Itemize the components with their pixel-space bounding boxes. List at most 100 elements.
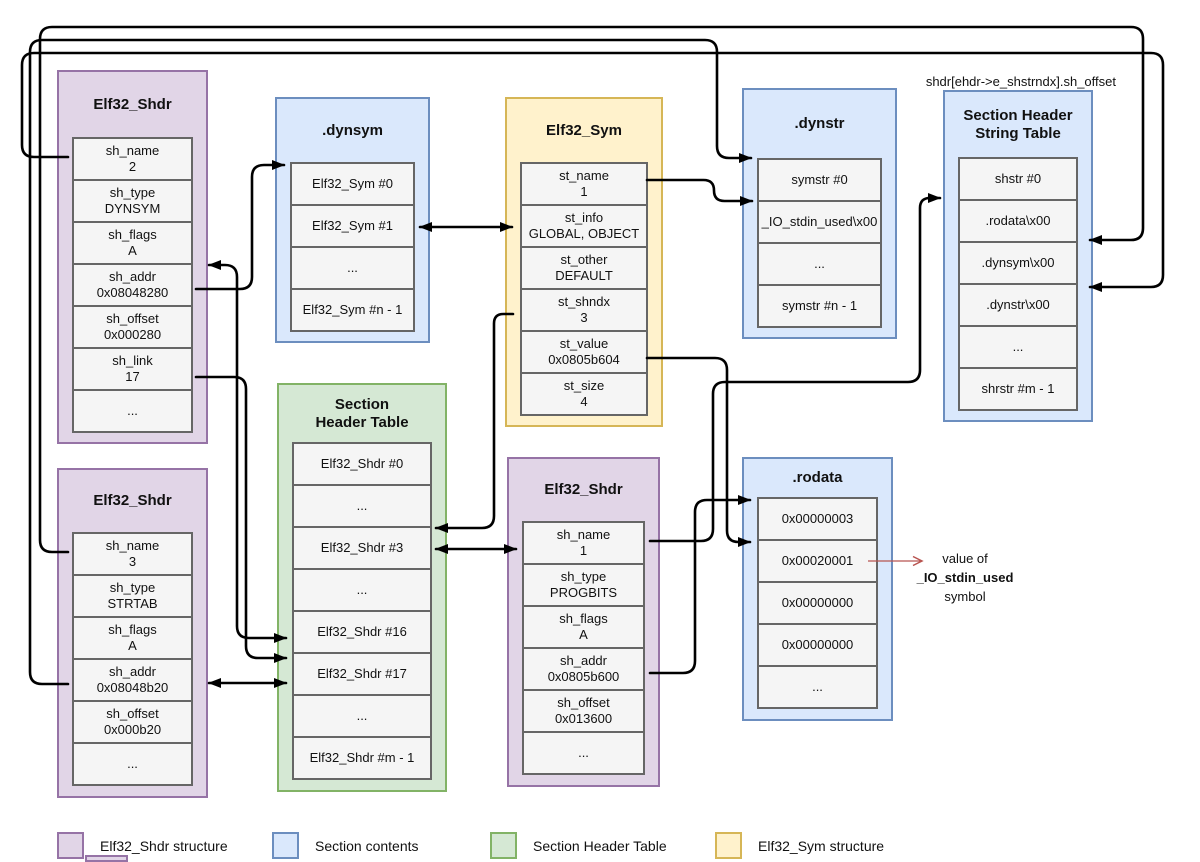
struct-cells: 0x00000003 0x00020001 0x00000000 0x00000000… bbox=[757, 497, 878, 709]
cell-label: st_value bbox=[559, 335, 609, 351]
cell-value: PROGBITS bbox=[549, 585, 618, 600]
cell-label: sh_flags bbox=[108, 621, 157, 637]
cell-label: Elf32_Shdr #16 bbox=[317, 623, 407, 639]
cell-label: Elf32_Sym #1 bbox=[312, 217, 393, 233]
box-section-header-table: Section Header Table Elf32_Shdr #0... Elf… bbox=[277, 383, 447, 792]
struct-cell: Elf32_Shdr #17 bbox=[292, 652, 432, 696]
arrow-shaddr-dynsym-to-dynsym bbox=[194, 160, 286, 291]
box-title: Elf32_Sym bbox=[546, 121, 622, 139]
cell-value: A bbox=[579, 627, 588, 642]
cell-label: 0x00000000 bbox=[781, 636, 854, 652]
cell-value: 0x013600 bbox=[554, 711, 613, 726]
struct-cell: symstr #n - 1 bbox=[757, 284, 882, 328]
box-dynstr-section: .dynstr symstr #0_IO_stdin_used\x00...sy… bbox=[742, 88, 897, 339]
struct-cell: ... bbox=[292, 568, 432, 612]
cell-label: sh_name bbox=[105, 537, 160, 553]
cell-label: sh_flags bbox=[108, 226, 157, 242]
struct-cells: symstr #0 _IO_stdin_used\x00... symstr #n … bbox=[757, 158, 882, 328]
box-title: Section Header Table bbox=[315, 396, 409, 431]
struct-cell: _IO_stdin_used\x00 bbox=[757, 200, 882, 244]
cell-label: sh_offset bbox=[106, 310, 159, 326]
box-title: .dynsym bbox=[322, 121, 383, 139]
cell-label: sh_name bbox=[556, 526, 611, 542]
struct-cell: ... bbox=[757, 665, 878, 709]
cell-label: 0x00000003 bbox=[781, 510, 854, 526]
cell-label: sh_type bbox=[560, 568, 607, 584]
legend-label: Section Header Table bbox=[533, 838, 667, 854]
legend-swatch-blue bbox=[272, 832, 299, 859]
cell-label: ... bbox=[356, 707, 368, 723]
box-title: Section Header String Table bbox=[963, 107, 1073, 142]
struct-cell: 0x00000000 bbox=[757, 623, 878, 667]
cell-label: ... bbox=[127, 755, 138, 771]
struct-cell: ... bbox=[757, 242, 882, 286]
box-title: Elf32_Shdr bbox=[544, 481, 623, 499]
cell-value: 3 bbox=[128, 554, 137, 569]
struct-cell: Elf32_Shdr #0 bbox=[292, 442, 432, 486]
cell-label: 0x00020001 bbox=[781, 552, 854, 568]
struct-cell: Elf32_Sym #1 bbox=[290, 204, 415, 248]
cell-value: DYNSYM bbox=[104, 201, 161, 216]
struct-cell: 0x00020001 bbox=[757, 539, 878, 583]
cell-label: 0x00000000 bbox=[781, 594, 854, 610]
cell-label: sh_flags bbox=[559, 610, 608, 626]
cell-label: Elf32_Shdr #3 bbox=[320, 539, 404, 555]
arrow-stshndx-to-shdr3 bbox=[434, 312, 515, 533]
cell-value: 2 bbox=[128, 159, 137, 174]
cell-label: sh_offset bbox=[557, 694, 610, 710]
cell-value: 0x08048b20 bbox=[96, 680, 169, 695]
cell-label: _IO_stdin_used\x00 bbox=[761, 213, 878, 229]
annotation-line-3: symbol bbox=[944, 589, 986, 604]
cell-label: Elf32_Shdr #17 bbox=[317, 665, 407, 681]
arrow-shlink-to-shdr17 bbox=[194, 375, 288, 663]
cell-label: st_info bbox=[564, 209, 604, 225]
box-title: .rodata bbox=[792, 469, 843, 487]
cell-label: .dynstr\x00 bbox=[986, 296, 1050, 312]
cell-value: STRTAB bbox=[107, 596, 158, 611]
cell-label: ... bbox=[578, 744, 589, 760]
cell-label: sh_type bbox=[109, 579, 156, 595]
legend-swatch-green bbox=[490, 832, 517, 859]
struct-cell: Elf32_Shdr #3 bbox=[292, 526, 432, 570]
cell-value: GLOBAL, OBJECT bbox=[528, 226, 640, 241]
struct-cell: ... bbox=[522, 731, 645, 775]
cell-label: ... bbox=[356, 497, 368, 513]
struct-cell: 0x00000003 bbox=[757, 497, 878, 541]
struct-cell: ... bbox=[72, 389, 193, 433]
cell-label: sh_name bbox=[105, 142, 160, 158]
cell-label: Elf32_Shdr #0 bbox=[320, 455, 404, 471]
cell-label: ... bbox=[347, 259, 358, 275]
cell-value: 0x000280 bbox=[103, 327, 162, 342]
cell-label: symstr #0 bbox=[791, 171, 848, 187]
cell-label: Elf32_Sym #0 bbox=[312, 175, 393, 191]
cell-value: 17 bbox=[125, 369, 140, 384]
box-title: Elf32_Shdr bbox=[93, 492, 172, 510]
cell-label: symstr #n - 1 bbox=[781, 297, 858, 313]
struct-cell: ... bbox=[72, 742, 193, 786]
cell-label: ... bbox=[1012, 338, 1024, 354]
